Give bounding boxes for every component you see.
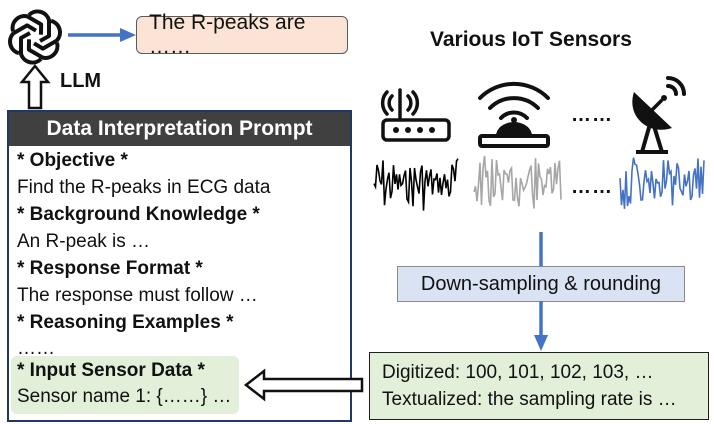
more-signals-ellipsis: …… bbox=[571, 176, 613, 198]
textualized-line: Textualized: the sampling rate is … bbox=[382, 389, 677, 410]
signal-waveform-blue bbox=[619, 157, 705, 209]
signal-waveform-black bbox=[373, 158, 459, 211]
satellite-dish-icon bbox=[632, 76, 686, 154]
prompt-line: Sensor name 1: {……} … bbox=[17, 386, 232, 407]
waveform-line bbox=[473, 155, 562, 209]
wireless-sensor-icon bbox=[478, 81, 550, 148]
llm-label: LLM bbox=[60, 70, 102, 92]
llm-response-box: The R-peaks are …… bbox=[136, 11, 348, 58]
downsample-to-output-arrow bbox=[534, 301, 548, 351]
waveform-line bbox=[373, 158, 459, 211]
prompt-line: * Background Knowledge * bbox=[17, 204, 260, 225]
more-sensors-ellipsis: …… bbox=[571, 104, 613, 126]
prompt-line: * Reasoning Examples * bbox=[17, 312, 234, 333]
prompt-line: * Objective * bbox=[17, 150, 128, 171]
signal-waveform-gray bbox=[473, 155, 562, 209]
textualized-output-box: Digitized: 100, 101, 102, 103, … Textual… bbox=[369, 352, 709, 420]
openai-logo-icon bbox=[8, 9, 62, 65]
llm-response-text: The R-peaks are …… bbox=[149, 11, 306, 58]
prompt-line: * Response Format * bbox=[17, 258, 203, 279]
sensors-title: Various IoT Sensors bbox=[430, 28, 632, 51]
signals-to-downsample-arrow bbox=[539, 232, 543, 266]
router-icon bbox=[380, 88, 451, 142]
prompt-line: The response must follow … bbox=[17, 285, 258, 306]
prompt-title: Data Interpretation Prompt bbox=[9, 112, 350, 146]
digitized-line: Digitized: 100, 101, 102, 103, … bbox=[382, 362, 654, 383]
input-sensor-highlight bbox=[11, 356, 239, 414]
output-to-prompt-arrow bbox=[243, 368, 364, 402]
prompt-panel: Data Interpretation Prompt * Objective *… bbox=[7, 110, 352, 422]
prompt-line: …… bbox=[17, 338, 55, 359]
downsampling-step: Down-sampling & rounding bbox=[397, 266, 685, 302]
llm-to-response-arrow bbox=[68, 28, 136, 42]
prompt-line: * Input Sensor Data * bbox=[17, 360, 205, 381]
prompt-line: Find the R-peaks in ECG data bbox=[17, 177, 271, 198]
prompt-to-llm-arrow bbox=[19, 64, 51, 110]
prompt-line: An R-peak is … bbox=[17, 231, 151, 252]
waveform-line bbox=[619, 157, 705, 209]
